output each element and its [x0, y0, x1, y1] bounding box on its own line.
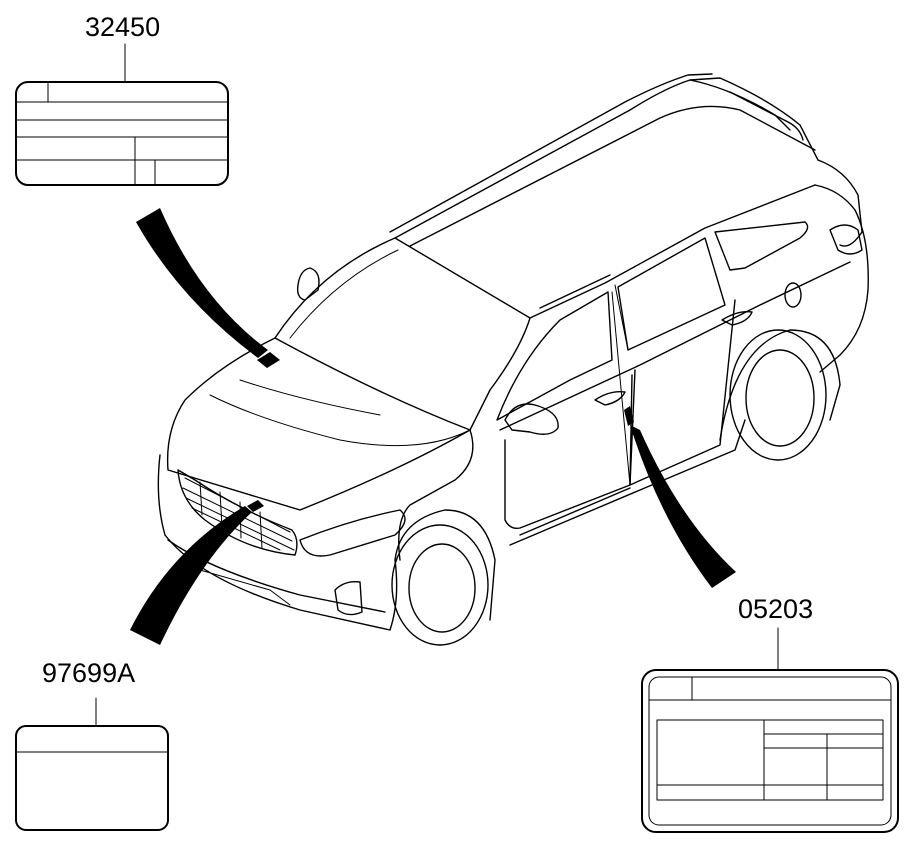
pointer-wedge-05203 [630, 425, 736, 588]
part-number-97699A: 97699A [42, 658, 135, 688]
callout-32450: 32450 [15, 12, 280, 368]
callout-97699A: 97699A [15, 500, 264, 831]
callout-05203: 05203 [624, 406, 899, 833]
part-number-05203: 05203 [738, 594, 813, 624]
label-position-marker-32450 [257, 352, 280, 368]
label-sticker-32450 [15, 81, 229, 186]
pointer-wedge-97699A [130, 506, 252, 645]
label-sticker-97699A [15, 725, 169, 831]
pointer-wedge-32450 [136, 208, 268, 358]
label-sticker-05203 [641, 669, 899, 833]
label-position-marker-05203 [624, 406, 634, 426]
part-number-32450: 32450 [85, 12, 160, 42]
vehicle-illustration [157, 73, 869, 646]
label-position-marker-97699A [247, 500, 264, 512]
